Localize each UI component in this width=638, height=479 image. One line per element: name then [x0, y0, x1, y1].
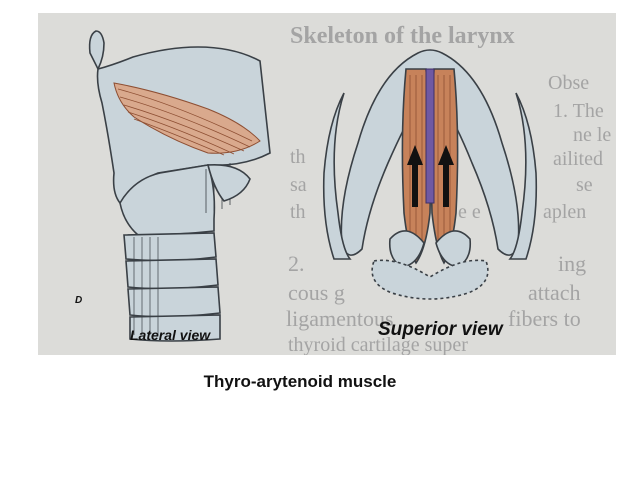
bg-line: attach — [528, 280, 581, 305]
bg-line: ligamentous — [286, 306, 394, 331]
cricoid-cartilage — [119, 164, 216, 236]
figure-caption: Thyro-arytenoid muscle — [203, 372, 397, 391]
bg-line: 2. — [288, 251, 305, 276]
bg-line: se — [576, 174, 593, 196]
superior-view-label: Superior view — [378, 319, 504, 340]
bg-line: th — [290, 146, 306, 168]
epiglottis — [88, 30, 105, 71]
bg-line: ne le — [573, 124, 611, 146]
bg-line: Obse — [548, 72, 589, 94]
thyroid-lamina-right — [508, 92, 538, 260]
bg-line: ailited — [553, 148, 603, 170]
bg-line: aplen — [543, 201, 586, 223]
bg-line: cous g — [288, 280, 345, 305]
trachea-ring — [123, 232, 217, 262]
trachea-hatching — [133, 237, 159, 335]
bg-heading: Skeleton of the larynx — [290, 23, 515, 49]
bg-line: ing — [558, 251, 586, 276]
bg-line: th — [290, 201, 306, 223]
panel-letter: D — [75, 295, 82, 306]
right-arytenoid — [435, 230, 472, 268]
larynx-illustration: Skeleton of the larynx Obse 1. The ne le… — [38, 13, 616, 355]
cricoid-lamina — [371, 259, 489, 300]
background-text: Skeleton of the larynx Obse 1. The ne le… — [286, 23, 611, 355]
bg-line: sa — [290, 174, 307, 196]
lateral-view-drawing — [88, 30, 271, 342]
bg-line: fibers to — [508, 306, 581, 331]
arrow-icon — [407, 145, 454, 207]
lateral-view-label: Lateral view — [130, 327, 211, 343]
left-arytenoid — [388, 230, 425, 268]
inferior-horn — [206, 163, 251, 202]
superior-view-drawing — [322, 49, 538, 300]
lateral-muscle — [113, 82, 261, 154]
vocal-ligament — [425, 68, 435, 204]
trachea-ring — [125, 258, 219, 290]
thyroid-lamina-left — [322, 92, 352, 260]
bg-line: 1. The — [553, 100, 604, 122]
bg-line: thyroid cartilage super — [288, 334, 468, 355]
bg-line: e e — [458, 201, 481, 223]
muscle-fibers — [117, 88, 253, 156]
trachea-ring — [129, 314, 221, 342]
